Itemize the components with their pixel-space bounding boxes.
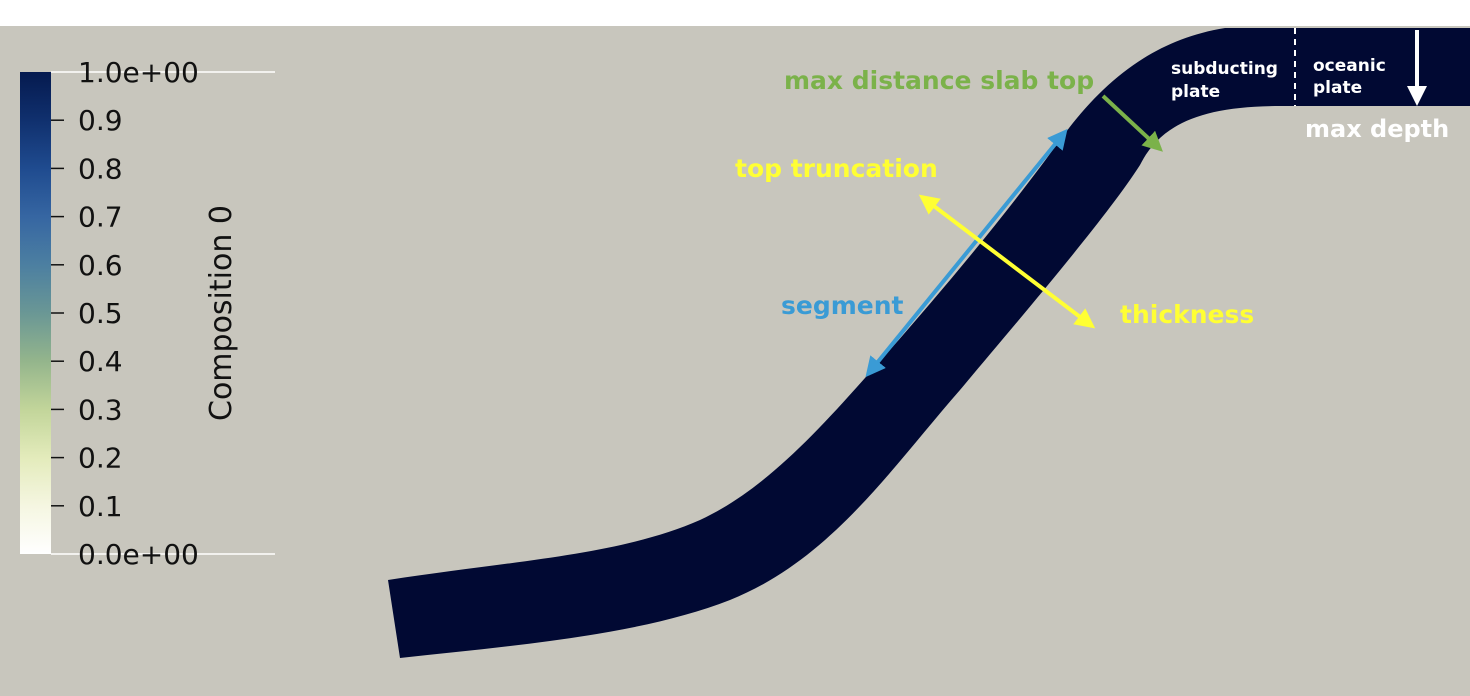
max-distance-slab-top-label: max distance slab top xyxy=(784,66,1094,95)
colorbar-tick-label: 0.1 xyxy=(78,490,123,523)
max-depth-label: max depth xyxy=(1305,115,1449,143)
max-distance-slab-top-arrow xyxy=(1101,94,1163,152)
thickness-arrow xyxy=(918,194,1096,329)
segment-label: segment xyxy=(781,291,904,320)
colorbar: 1.0e+00 0.9 0.8 0.7 0.6 0.5 0.4 0.3 0.2 0.1 0.0e+0… xyxy=(20,56,275,571)
oceanic-plate-label-line2: plate xyxy=(1313,78,1362,98)
colorbar-tick-label: 0.6 xyxy=(78,249,123,282)
oceanic-plate-label-line1: oceanic xyxy=(1313,56,1386,76)
subducting-plate-label-line2: plate xyxy=(1171,82,1220,102)
colorbar-tick-label: 0.7 xyxy=(78,201,123,234)
top-truncation-label: top truncation xyxy=(735,154,938,183)
colorbar-tick-label: 0.3 xyxy=(78,393,123,426)
colorbar-tick-label: 0.0e+00 xyxy=(78,538,199,571)
colorbar-tick-label: 0.8 xyxy=(78,152,123,185)
colorbar-tick-label: 1.0e+00 xyxy=(78,56,199,89)
colorbar-tick-label: 0.2 xyxy=(78,442,123,475)
colorbar-title: Composition 0 xyxy=(204,205,239,421)
thickness-label: thickness xyxy=(1120,300,1254,329)
colorbar-ticks: 1.0e+00 0.9 0.8 0.7 0.6 0.5 0.4 0.3 0.2 0.1 0.0e+0… xyxy=(51,56,275,571)
colorbar-tick-label: 0.9 xyxy=(78,104,123,137)
colorbar-gradient xyxy=(20,72,51,554)
colorbar-tick-label: 0.4 xyxy=(78,345,123,378)
colorbar-tick-label: 0.5 xyxy=(78,297,123,330)
subducting-plate-label-line1: subducting xyxy=(1171,59,1278,79)
